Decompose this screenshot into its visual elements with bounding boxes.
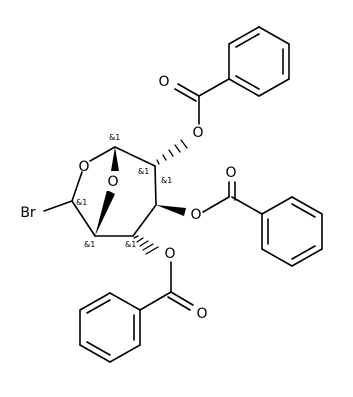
- bond: [43, 200, 73, 212]
- bond: [291, 248, 323, 267]
- stereo-label-c6: &1: [76, 198, 87, 207]
- bond: [261, 248, 293, 267]
- hash-bond: [162, 154, 167, 161]
- bond: [167, 296, 191, 311]
- hash-bond: [136, 237, 144, 243]
- atom-carbonyl-oxygen-middle: O: [225, 165, 236, 181]
- hash-bond: [145, 246, 159, 255]
- stereo-label-c4: &1: [125, 240, 136, 249]
- benzoyl-group-bottom: [79, 261, 194, 363]
- bond: [231, 196, 263, 215]
- atom-ring-oxygen: O: [78, 159, 89, 175]
- bond: [132, 204, 157, 237]
- hash-bond: [180, 139, 188, 149]
- bond: [291, 196, 323, 215]
- bond: [228, 78, 260, 97]
- bond: [89, 146, 116, 162]
- stereo-label-c5: &1: [84, 240, 95, 249]
- bond: [258, 78, 290, 97]
- bond: [177, 83, 200, 97]
- bond-inner: [235, 75, 260, 90]
- bond: [228, 26, 260, 45]
- bond-inner: [291, 203, 316, 218]
- bond: [154, 165, 157, 206]
- atom-carbonyl-oxygen-top: O: [158, 74, 169, 90]
- atom-ester-oxygen-bottom: O: [164, 246, 175, 262]
- hash-bond: [139, 240, 149, 247]
- hash-bond: [156, 159, 160, 165]
- atom-ester-oxygen-top: O: [192, 125, 203, 141]
- stereo-label-c3: &1: [161, 176, 172, 185]
- benzoyl-group-middle: [202, 181, 323, 267]
- stereo-label-c1: &1: [109, 133, 120, 142]
- hash-bond: [168, 149, 174, 157]
- atom-carbonyl-oxygen-bottom: O: [196, 306, 207, 322]
- benzoyl-group-top: [174, 26, 290, 125]
- bond-inner: [86, 299, 111, 314]
- wedge-bond: [110, 147, 120, 177]
- bond: [258, 26, 290, 45]
- hash-bond: [133, 235, 139, 239]
- bond-inner: [291, 245, 316, 260]
- hash-bond: [174, 144, 181, 153]
- sugar-core: [43, 139, 188, 255]
- stereo-label-c2: &1: [138, 167, 149, 176]
- bond-inner: [86, 341, 111, 356]
- bond: [79, 292, 111, 311]
- atom-bridge-oxygen: O: [107, 174, 118, 190]
- bond: [198, 78, 230, 97]
- bond: [109, 344, 141, 363]
- bond: [79, 344, 111, 363]
- wedge-bond: [156, 205, 186, 216]
- bond: [174, 88, 197, 102]
- bond: [261, 196, 293, 215]
- bond-inner: [235, 33, 260, 48]
- bond: [202, 196, 230, 213]
- atom-bromine: Br: [20, 205, 36, 221]
- stereo-labels: &1 &1 &1 &1 &1 &1: [76, 133, 172, 249]
- wedge-bond: [95, 190, 115, 236]
- bond: [170, 291, 194, 306]
- bond: [114, 146, 156, 167]
- bond: [139, 291, 172, 311]
- bond: [71, 200, 96, 237]
- bond: [109, 292, 141, 311]
- atom-labels: O O Br O O O O O O: [20, 74, 236, 322]
- bond: [71, 171, 83, 202]
- atom-ester-oxygen-middle: O: [190, 207, 201, 223]
- hash-bond: [142, 243, 154, 251]
